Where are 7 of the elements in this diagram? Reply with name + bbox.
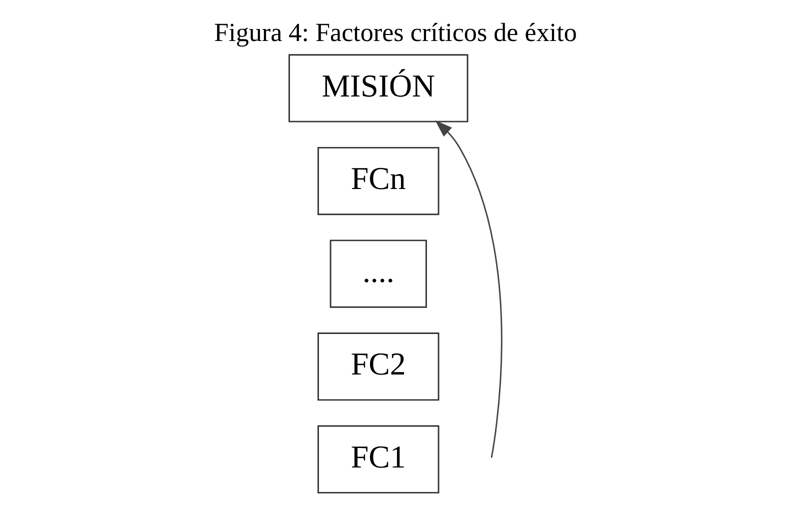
- diagram-title: Figura 4: Factores críticos de éxito: [214, 18, 576, 47]
- node-box: FC2: [317, 332, 439, 401]
- node-box: MISIÓN: [288, 54, 468, 122]
- node-box: FCn: [317, 146, 439, 216]
- node-box: FC1: [317, 425, 439, 494]
- node-box: ....: [329, 240, 426, 308]
- arrow: [434, 120, 502, 458]
